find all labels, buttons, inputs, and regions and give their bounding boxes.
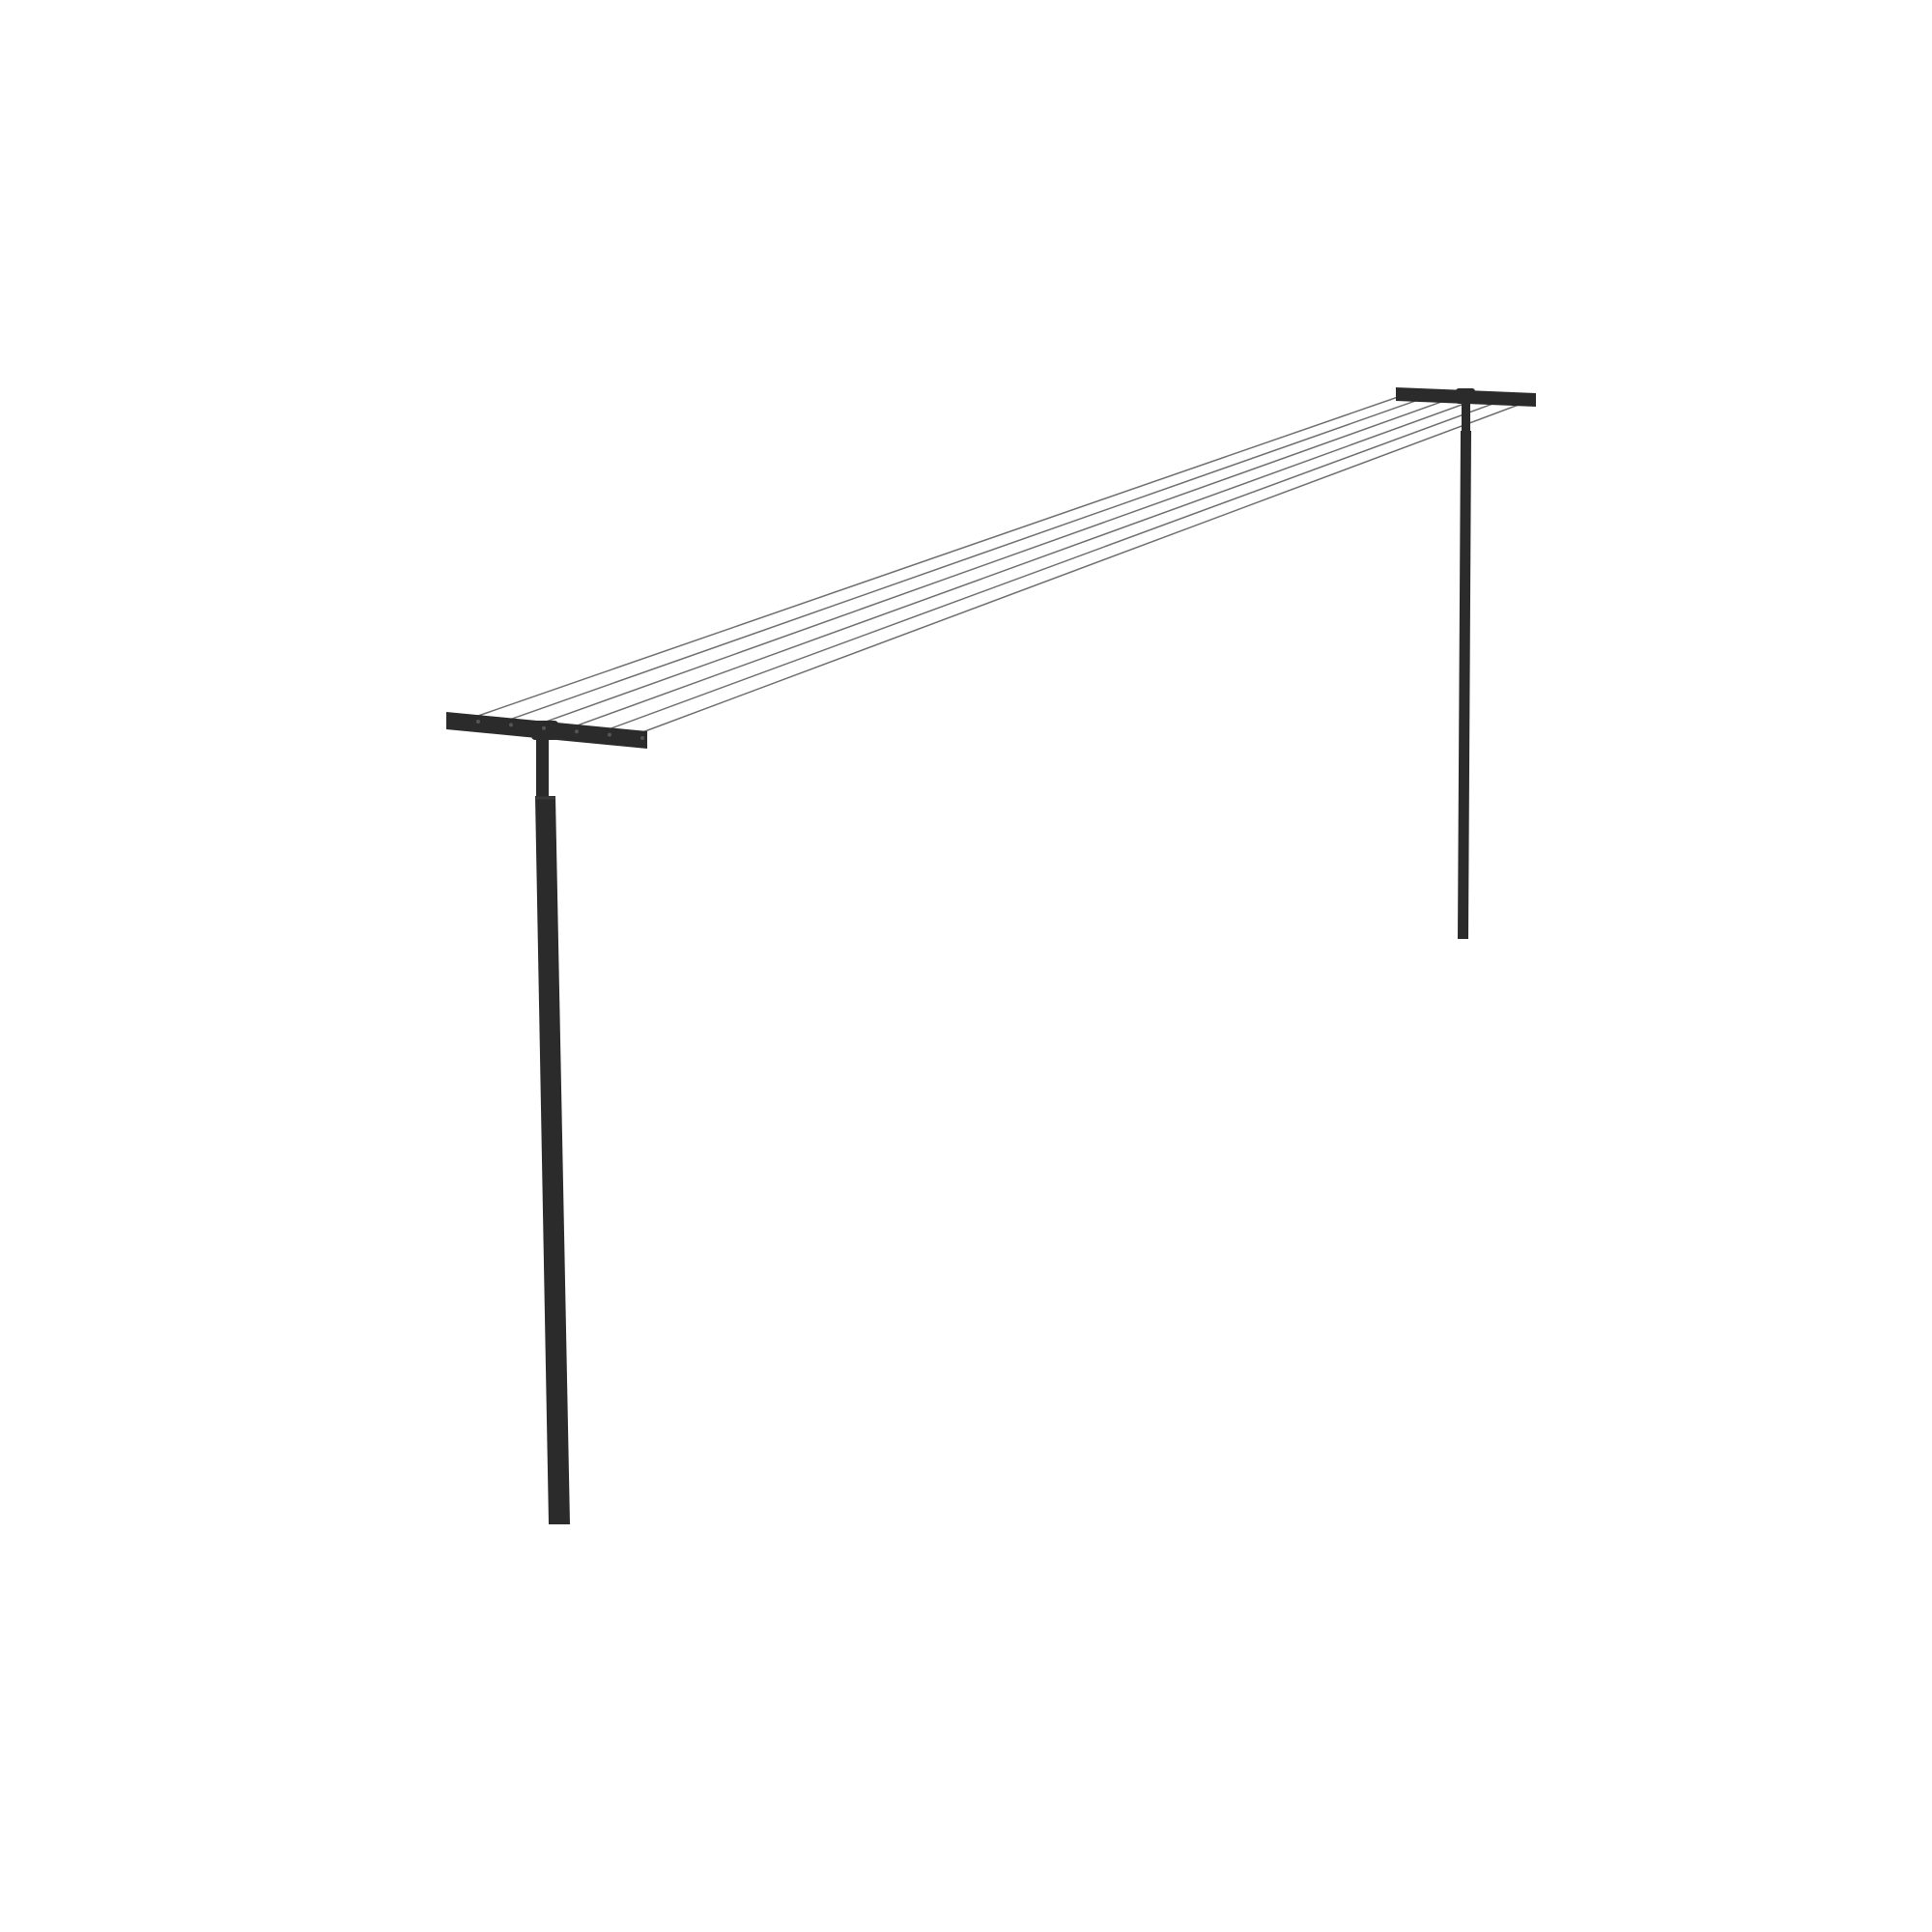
right-post [1396,387,1536,939]
left-post-hub [531,721,558,740]
wire-line [477,395,1402,717]
right-post-pole [1458,431,1471,939]
wire-hole [575,729,579,734]
wire-hole [509,723,513,727]
wire-line [641,401,1527,733]
left-post-upper [536,734,549,798]
right-post-hub [1456,388,1475,404]
wire-hole [542,725,546,730]
left-post [446,712,647,1524]
wire-hole [640,736,644,740]
wire-line [576,398,1477,726]
left-post-pole [535,796,570,1524]
wire-line [510,396,1427,721]
clothesline-wires [477,395,1527,733]
right-post-upper [1462,396,1470,433]
wire-line [609,400,1502,730]
wire-hole [476,720,480,724]
wire-hole [608,732,611,737]
wire-line [543,397,1452,724]
left-crossbar-wire-holes [476,720,644,740]
